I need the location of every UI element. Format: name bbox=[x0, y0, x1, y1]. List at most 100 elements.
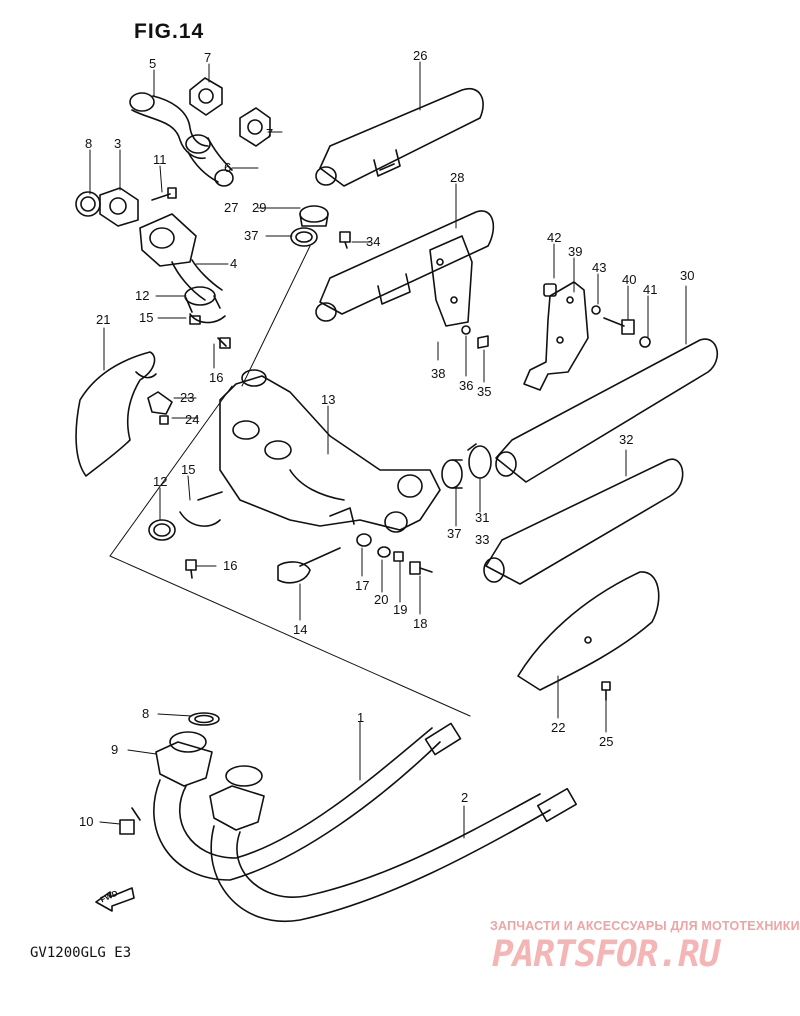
seal-12a bbox=[184, 286, 221, 313]
part-label-35: 35 bbox=[477, 384, 491, 399]
clamp-14 bbox=[277, 547, 341, 584]
heat-shield-22 bbox=[517, 571, 660, 691]
part-label-4: 4 bbox=[230, 256, 237, 271]
collector-13 bbox=[219, 369, 441, 533]
flange-3 bbox=[99, 187, 139, 227]
muffler-28 bbox=[315, 210, 495, 349]
muffler-30 bbox=[495, 338, 718, 483]
part-label-10: 10 bbox=[79, 814, 93, 829]
seal-12b bbox=[148, 519, 176, 541]
nut-19 bbox=[393, 551, 404, 562]
bolt-40 bbox=[603, 317, 635, 335]
part-label-42: 42 bbox=[547, 230, 561, 245]
clamp-31 bbox=[467, 443, 492, 479]
part-label-40: 40 bbox=[622, 272, 636, 287]
part-label-37: 37 bbox=[244, 228, 258, 243]
part-label-13: 13 bbox=[321, 392, 335, 407]
watermark-brand: PARTSFOR.RU bbox=[492, 934, 720, 975]
bolt-34 bbox=[339, 231, 351, 249]
part-label-20: 20 bbox=[374, 592, 388, 607]
part-label-21: 21 bbox=[96, 312, 110, 327]
cap-41 bbox=[639, 336, 651, 348]
part-label-8: 8 bbox=[85, 136, 92, 151]
clamp-27-29 bbox=[299, 205, 329, 227]
exhaust-pipe-1 bbox=[153, 722, 462, 881]
part-label-27: 27 bbox=[224, 200, 238, 215]
part-label-31: 31 bbox=[475, 510, 489, 525]
part-label-9: 9 bbox=[111, 742, 118, 757]
model-code: GV1200GLG E3 bbox=[30, 945, 132, 961]
screw-24 bbox=[159, 415, 169, 425]
part-label-6: 6 bbox=[224, 160, 231, 175]
part-label-8: 8 bbox=[142, 706, 149, 721]
part-label-26: 26 bbox=[413, 48, 427, 63]
part-label-37: 37 bbox=[447, 526, 461, 541]
seal-37a bbox=[290, 227, 318, 247]
bracket-39 bbox=[523, 281, 589, 391]
part-label-38: 38 bbox=[431, 366, 445, 381]
part-label-16: 16 bbox=[209, 370, 223, 385]
part-label-12: 12 bbox=[135, 288, 149, 303]
part-label-15: 15 bbox=[139, 310, 153, 325]
part-label-43: 43 bbox=[592, 260, 606, 275]
nut-42 bbox=[543, 283, 557, 297]
washer-20 bbox=[377, 546, 391, 558]
figure-title: FIG.14 bbox=[134, 20, 205, 43]
part-label-18: 18 bbox=[413, 616, 427, 631]
part-label-15: 15 bbox=[181, 462, 195, 477]
part-label-5: 5 bbox=[149, 56, 156, 71]
flange-gasket-7a bbox=[189, 77, 223, 116]
part-label-12: 12 bbox=[153, 474, 167, 489]
part-label-25: 25 bbox=[599, 734, 613, 749]
watermark-tagline: ЗАПЧАСТИ И АКСЕССУАРЫ ДЛЯ МОТОТЕХНИКИ bbox=[490, 919, 800, 933]
seal-37b bbox=[441, 459, 463, 489]
leader-lines bbox=[89, 61, 687, 839]
bolt-16b bbox=[185, 559, 197, 579]
flange-9b bbox=[209, 765, 265, 831]
fwd-arrow-icon bbox=[95, 887, 135, 912]
part-label-7: 7 bbox=[266, 126, 273, 141]
bolt-18 bbox=[409, 561, 433, 575]
part-label-17: 17 bbox=[355, 578, 369, 593]
part-label-22: 22 bbox=[551, 720, 565, 735]
part-label-2: 2 bbox=[461, 790, 468, 805]
part-label-16: 16 bbox=[223, 558, 237, 573]
part-label-33: 33 bbox=[475, 532, 489, 547]
part-label-7: 7 bbox=[204, 50, 211, 65]
part-label-24: 24 bbox=[185, 412, 199, 427]
part-label-41: 41 bbox=[643, 282, 657, 297]
part-label-32: 32 bbox=[619, 432, 633, 447]
part-label-14: 14 bbox=[293, 622, 307, 637]
bolt-11 bbox=[151, 187, 177, 201]
flange-gasket-7b bbox=[239, 107, 271, 147]
clamp-15a bbox=[189, 313, 226, 325]
part-label-3: 3 bbox=[114, 136, 121, 151]
screw-25 bbox=[601, 681, 611, 701]
part-label-39: 39 bbox=[568, 244, 582, 259]
clip-23 bbox=[147, 391, 173, 415]
gasket-8 bbox=[75, 191, 101, 217]
pipe-6 bbox=[185, 134, 234, 187]
muffler-26 bbox=[315, 87, 484, 187]
part-label-11: 11 bbox=[153, 152, 167, 167]
bolt-10 bbox=[119, 807, 141, 835]
bolt-16a bbox=[217, 337, 231, 349]
clamp-15b bbox=[179, 491, 223, 527]
pipe-5 bbox=[129, 92, 209, 160]
part-label-29: 29 bbox=[252, 200, 266, 215]
gasket-8b bbox=[188, 712, 220, 726]
flange-9 bbox=[155, 731, 213, 787]
part-label-28: 28 bbox=[450, 170, 464, 185]
part-label-1: 1 bbox=[357, 710, 364, 725]
part-label-34: 34 bbox=[366, 234, 380, 249]
pipe-4 bbox=[139, 213, 223, 301]
heat-shield-21 bbox=[75, 351, 157, 477]
washer-17 bbox=[356, 533, 372, 547]
part-label-19: 19 bbox=[393, 602, 407, 617]
washer-43 bbox=[591, 305, 601, 315]
muffler-32 bbox=[483, 458, 684, 585]
part-label-30: 30 bbox=[680, 268, 694, 283]
part-label-23: 23 bbox=[180, 390, 194, 405]
